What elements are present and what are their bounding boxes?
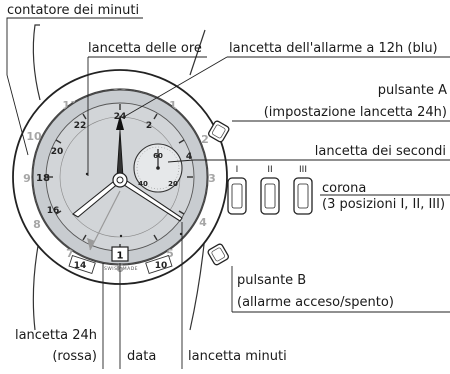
seconds-subdial: 60 20 40 xyxy=(133,143,183,193)
crown-position-labels: I II III xyxy=(236,165,307,175)
bezel-2: 2 xyxy=(201,133,209,146)
ring-14: 14 xyxy=(74,261,87,271)
ring-22: 22 xyxy=(74,121,87,131)
label-date: data xyxy=(127,349,156,364)
bezel-8: 8 xyxy=(33,218,41,231)
leader-lines xyxy=(6,17,450,369)
maker-text: SWISS MADE xyxy=(104,266,138,272)
ring-4: 4 xyxy=(186,152,192,162)
date-window: 1 SWISS MADE xyxy=(104,246,138,272)
crown-pos-1: I xyxy=(236,165,239,175)
date-value: 1 xyxy=(117,251,124,262)
dial-bottom-windows: 14 10 xyxy=(68,255,173,275)
label-pusher-a-desc: (impostazione lancetta 24h) xyxy=(264,105,447,120)
label-seconds-hand: lancetta dei secondi xyxy=(315,144,446,159)
pusher-b xyxy=(207,243,229,266)
bezel-5: 5 xyxy=(166,247,174,260)
subdial-40: 40 xyxy=(138,180,148,188)
label-pusher-a-title: pulsante A xyxy=(378,83,447,98)
hour-ticks xyxy=(47,104,193,250)
ring-16: 16 xyxy=(47,206,60,216)
crown-positions xyxy=(227,177,313,215)
label-hour-hand: lancetta delle ore xyxy=(88,41,202,56)
label-crown-desc: (3 posizioni I, II, III) xyxy=(322,197,445,212)
label-minute-counter: contatore dei minuti xyxy=(7,3,139,18)
pusher-a xyxy=(208,120,230,143)
bezel-4: 4 xyxy=(199,216,207,229)
ring-18: 18 xyxy=(36,173,50,184)
ring-2: 2 xyxy=(146,121,152,131)
label-pusher-b-desc: (allarme acceso/spento) xyxy=(237,295,394,310)
callout-labels: contatore dei minuti lancetta delle ore … xyxy=(7,3,447,364)
hand-24h xyxy=(89,190,121,251)
crown-pos-2: II xyxy=(267,165,272,175)
crown-pos-3: III xyxy=(299,165,307,175)
label-24h-hand-line1: lancetta 24h xyxy=(15,328,97,343)
ring-10: 10 xyxy=(155,261,168,271)
watch-hands xyxy=(72,115,183,251)
ring-20: 20 xyxy=(51,147,64,157)
bezel-10: 10 xyxy=(26,130,42,143)
bezel-7: 7 xyxy=(66,247,74,260)
label-crown-title: corona xyxy=(322,181,366,196)
label-minute-hand: lancetta minuti xyxy=(188,349,287,364)
bezel-9: 9 xyxy=(23,172,31,185)
label-pusher-b-title: pulsante B xyxy=(237,273,306,288)
bezel-1: 1 xyxy=(169,99,177,112)
bezel-3: 3 xyxy=(208,172,216,185)
subdial-20: 20 xyxy=(168,180,178,188)
label-alarm-hand: lancetta dell'allarme a 12h (blu) xyxy=(229,41,438,56)
label-24h-hand-line2: (rossa) xyxy=(52,349,97,364)
